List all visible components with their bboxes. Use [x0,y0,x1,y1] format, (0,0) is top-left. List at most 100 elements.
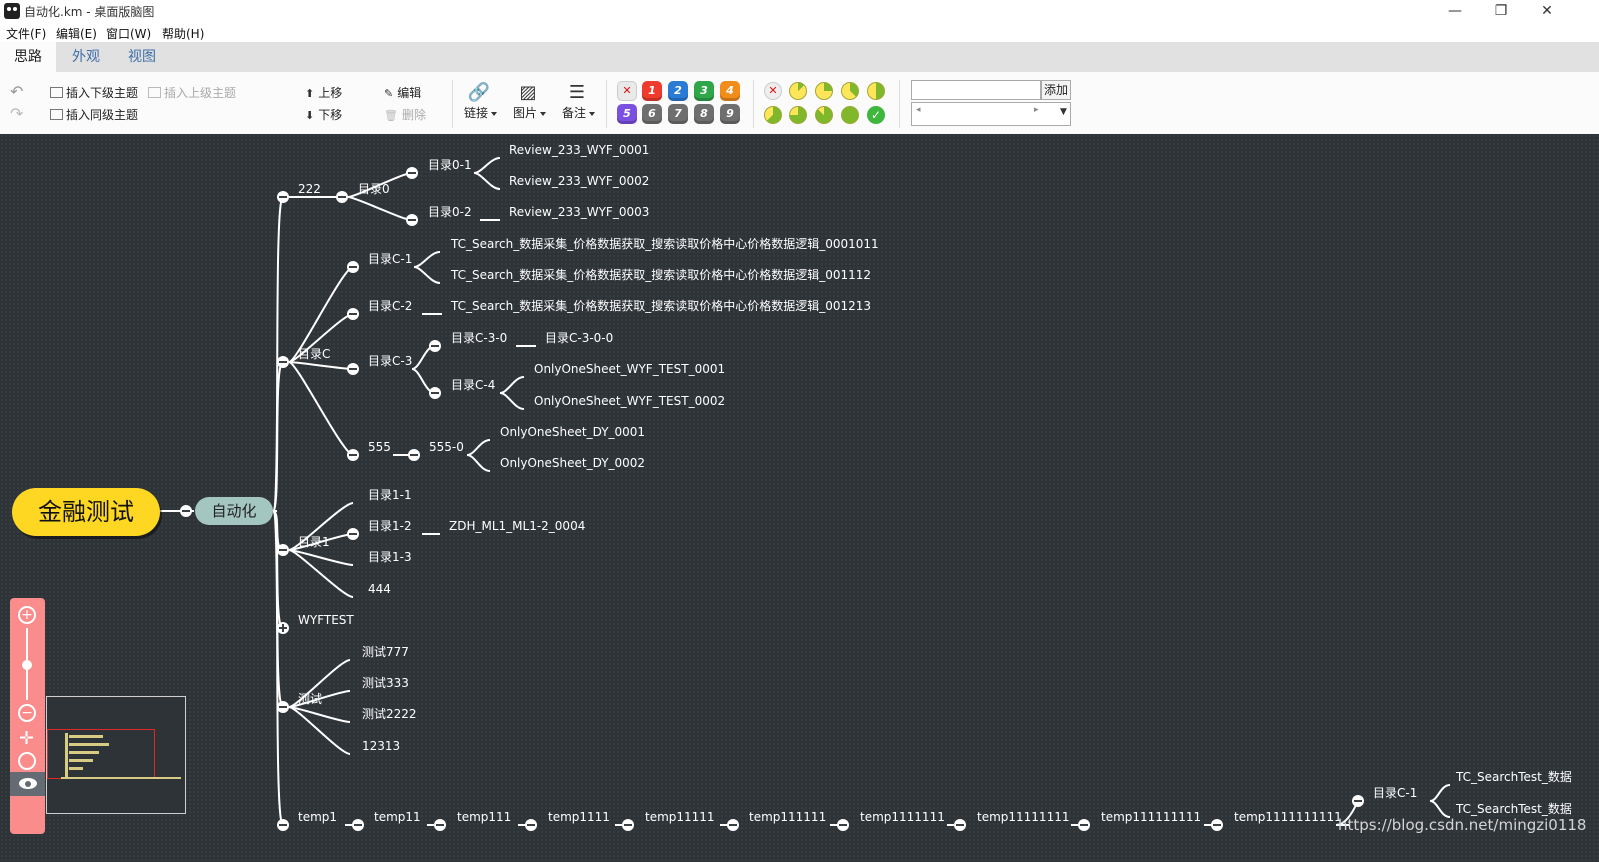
topic-d12[interactable]: 目录1-2 [368,519,412,533]
main-topic[interactable]: 自动化 [195,497,273,525]
minimap[interactable] [46,696,186,814]
priority-remove-button[interactable]: ✕ [617,81,637,101]
topic-t1[interactable]: temp1 [298,810,338,824]
topic-r2[interactable]: Review_233_WYF_0002 [509,174,650,188]
progress-5-button[interactable] [764,106,782,124]
topic-t1111111[interactable]: temp1111111 [860,810,945,824]
zoom-slider-handle[interactable] [22,660,32,670]
topic-dC4[interactable]: 目录C-4 [451,378,496,392]
topic-d1[interactable]: 目录1 [298,535,330,549]
collapse-node-icon[interactable] [406,167,418,179]
image-button[interactable]: ▨ 图片 [513,82,547,121]
tab-view[interactable]: 视图 [128,49,156,65]
topic-tc1[interactable]: TC_Search_数据采集_价格数据获取_搜索读取价格中心价格数据逻辑_000… [451,237,879,251]
edit-button[interactable]: ✎编辑 [384,84,421,101]
topic-t11111[interactable]: temp11111 [645,810,715,824]
resource-add-button[interactable]: 添加 [1041,80,1071,100]
undo-icon[interactable]: ↶ [10,82,24,101]
collapse-node-icon[interactable] [277,544,289,556]
collapse-node-icon[interactable] [406,214,418,226]
close-window-button[interactable]: ✕ [1541,3,1553,19]
collapse-node-icon[interactable] [622,819,634,831]
topic-t1111[interactable]: temp1111 [548,810,610,824]
topic-r1[interactable]: Review_233_WYF_0001 [509,143,650,157]
progress-2-button[interactable] [815,82,833,100]
topic-dC3[interactable]: 目录C-3 [368,354,413,368]
restore-button[interactable]: ❐ [1494,3,1508,19]
scroll-left-icon[interactable]: ◂ [916,105,921,115]
priority-7-button[interactable]: 7 [668,104,688,124]
collapse-node-icon[interactable] [1352,795,1364,807]
topic-r3[interactable]: Review_233_WYF_0003 [509,205,650,219]
collapse-node-icon[interactable] [180,505,192,517]
topic-dC[interactable]: 目录C [298,347,331,361]
insert-parent-button[interactable]: 插入上级主题 [148,84,236,101]
collapse-node-icon[interactable] [429,387,441,399]
collapse-node-icon[interactable] [277,701,289,713]
topic-tc3[interactable]: TC_Search_数据采集_价格数据获取_搜索读取价格中心价格数据逻辑_001… [451,299,872,313]
topic-cs[interactable]: 测试 [298,692,323,706]
topic-zdh[interactable]: ZDH_ML1_ML1-2_0004 [449,519,586,533]
progress-6-button[interactable] [789,106,807,124]
topic-d11[interactable]: 目录1-1 [368,488,412,502]
topic-dC2[interactable]: 目录C-2 [368,299,413,313]
locate-center-icon[interactable] [18,752,36,770]
priority-5-button[interactable]: 5 [617,104,637,124]
root-topic[interactable]: 金融测试 [12,488,160,536]
collapse-node-icon[interactable] [434,819,446,831]
collapse-node-icon[interactable] [347,363,359,375]
topic-d02[interactable]: 目录0-2 [428,205,472,219]
topic-n555[interactable]: 555 [368,440,391,454]
topic-cs2222[interactable]: 测试2222 [362,707,417,721]
topic-dy2[interactable]: OnlyOneSheet_DY_0002 [500,456,646,470]
collapse-node-icon[interactable] [336,191,348,203]
topic-n444[interactable]: 444 [368,582,391,596]
menu-edit[interactable]: 编辑(E) [56,27,97,41]
move-up-button[interactable]: ⬆上移 [305,84,342,101]
resource-input[interactable] [911,80,1041,100]
link-button[interactable]: 🔗 链接 [464,82,498,121]
topic-cs333[interactable]: 测试333 [362,676,409,690]
topic-n5550[interactable]: 555-0 [429,440,464,454]
expand-node-icon[interactable] [277,622,289,634]
collapse-node-icon[interactable] [408,449,420,461]
topic-os2[interactable]: OnlyOneSheet_WYF_TEST_0002 [534,394,726,408]
topic-t11[interactable]: temp11 [374,810,421,824]
move-cross-icon[interactable]: ✛ [19,728,35,749]
redo-icon[interactable]: ↷ [10,104,24,123]
delete-button[interactable]: 🗑删除 [384,106,426,123]
topic-ts2[interactable]: TC_SearchTest_数据 [1456,802,1572,816]
progress-7-button[interactable] [815,106,833,124]
insert-sibling-button[interactable]: 插入同级主题 [50,106,138,123]
topic-t1111111111[interactable]: temp1111111111 [1234,810,1342,824]
progress-8-button[interactable] [841,106,859,124]
topic-t111111[interactable]: temp111111 [749,810,827,824]
progress-done-icon[interactable]: ✓ [867,106,885,124]
minimize-button[interactable]: — [1448,3,1462,19]
topic-dC30[interactable]: 目录C-3-0 [451,331,508,345]
zoom-in-icon[interactable]: + [18,606,36,624]
collapse-node-icon[interactable] [1211,819,1223,831]
topic-wyf[interactable]: WYFTEST [298,613,354,627]
topic-dy1[interactable]: OnlyOneSheet_DY_0001 [500,425,646,439]
scroll-right-icon[interactable]: ▸ [1034,105,1039,115]
topic-dC300[interactable]: 目录C-3-0-0 [545,331,614,345]
tab-appearance[interactable]: 外观 [72,49,100,65]
priority-8-button[interactable]: 8 [694,104,714,124]
progress-4-button[interactable] [867,82,885,100]
eye-toggle-button[interactable] [10,772,45,796]
collapse-node-icon[interactable] [837,819,849,831]
topic-ts1[interactable]: TC_SearchTest_数据 [1456,770,1572,784]
progress-remove-button[interactable]: ✕ [764,82,782,100]
zoom-out-icon[interactable]: − [18,704,36,722]
insert-child-button[interactable]: 插入下级主题 [50,84,138,101]
priority-2-button[interactable]: 2 [668,81,688,101]
priority-9-button[interactable]: 9 [720,104,740,124]
tab-idea[interactable]: 思路 [0,42,56,72]
topic-n12313[interactable]: 12313 [362,739,401,753]
menu-help[interactable]: 帮助(H) [162,27,205,41]
collapse-node-icon[interactable] [347,308,359,320]
topic-t11111111[interactable]: temp11111111 [977,810,1070,824]
priority-6-button[interactable]: 6 [642,104,662,124]
topic-t111111111[interactable]: temp111111111 [1101,810,1202,824]
